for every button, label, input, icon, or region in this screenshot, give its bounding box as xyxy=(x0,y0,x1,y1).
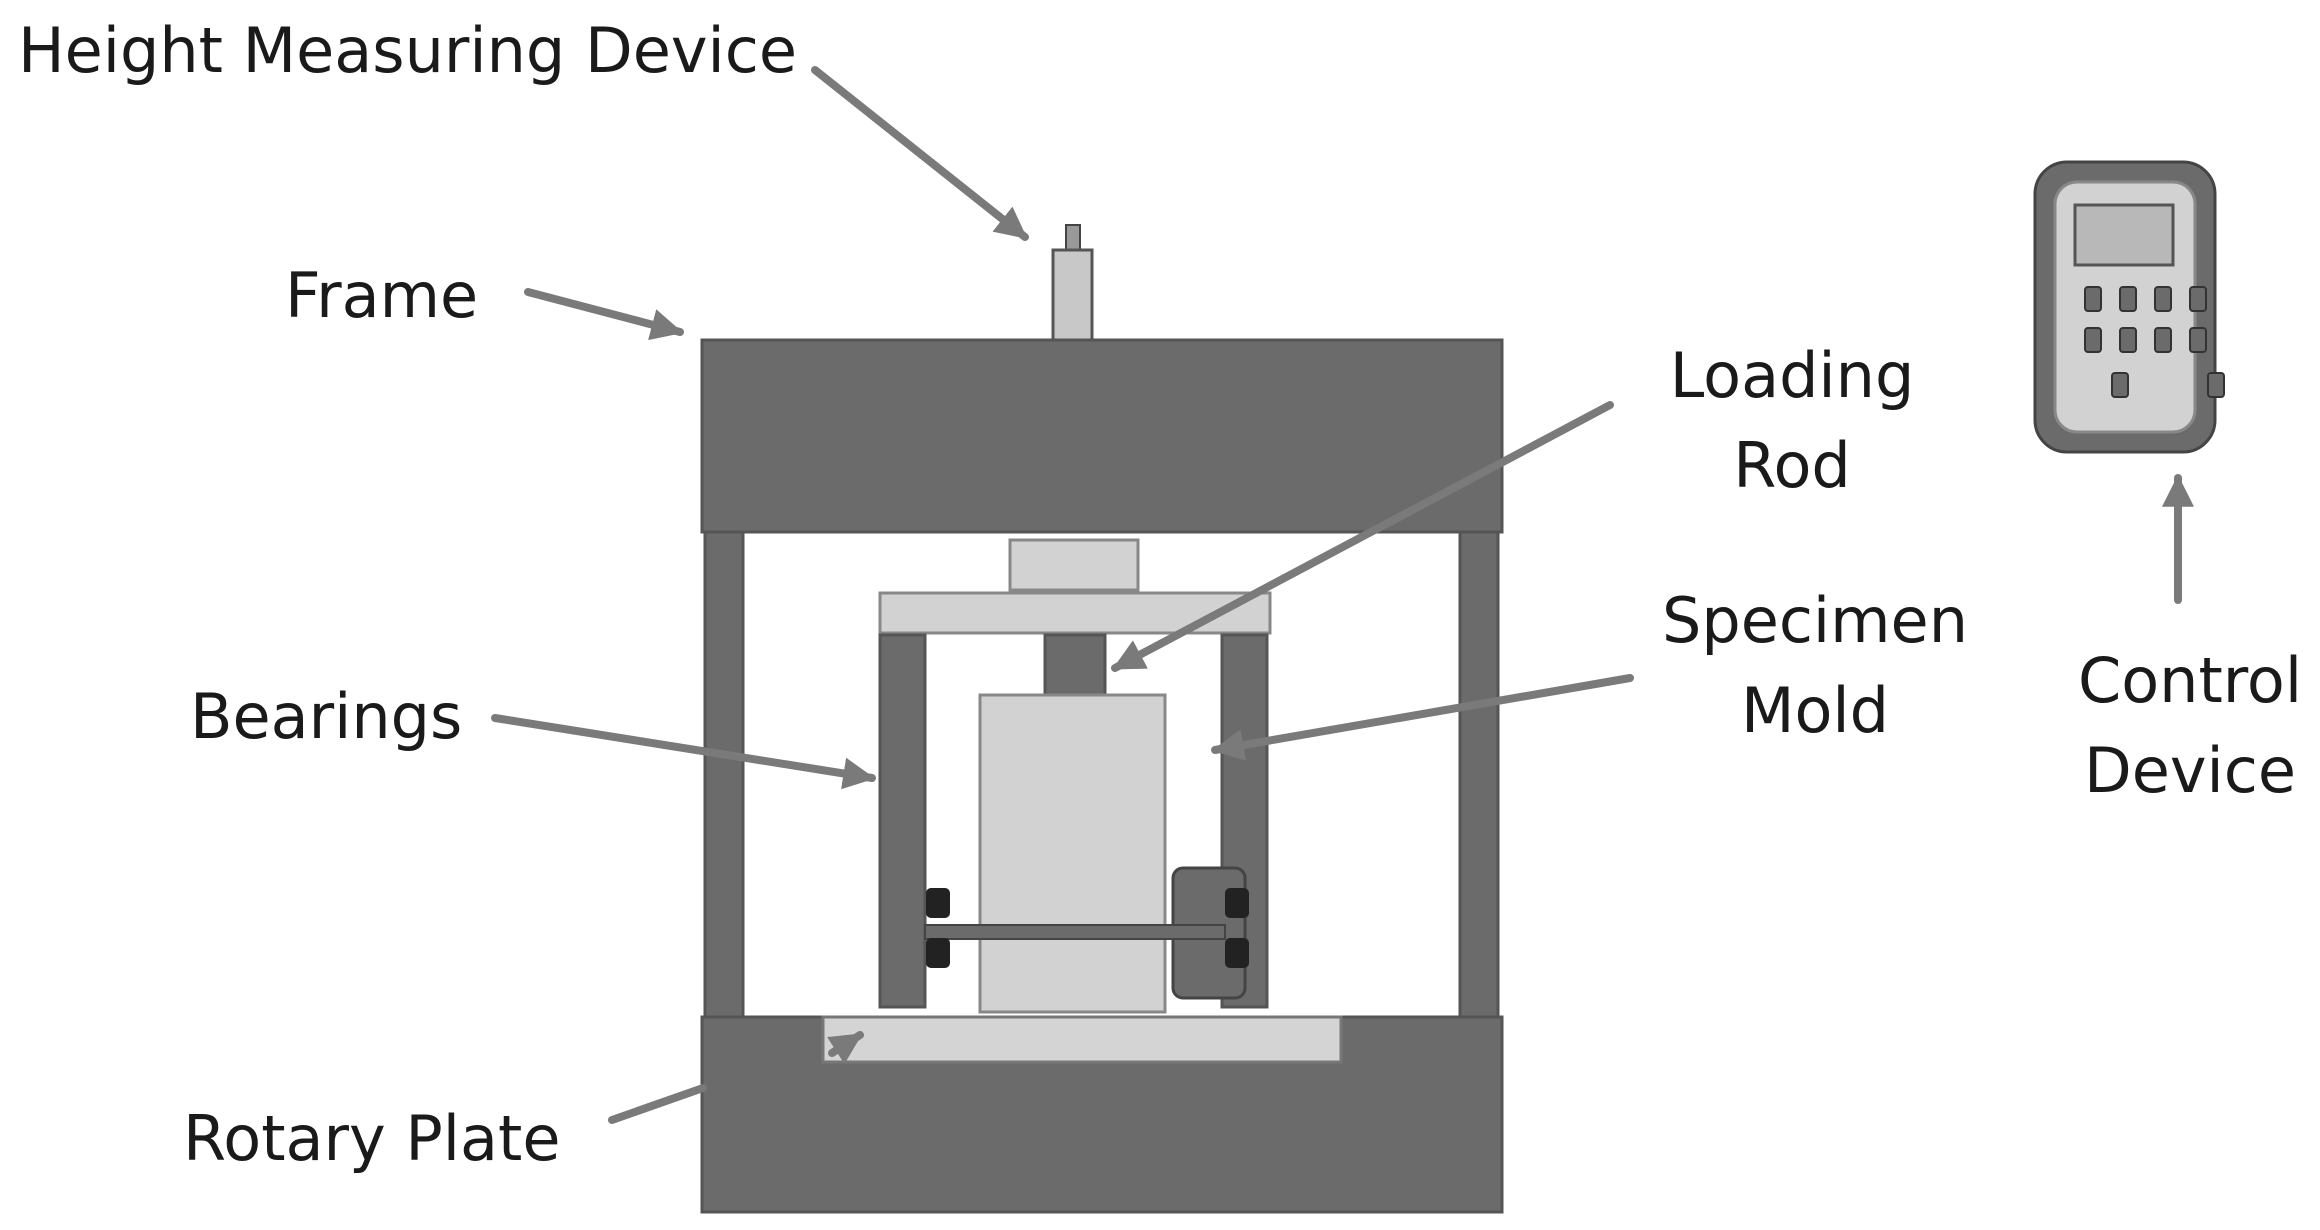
label-specimen-mold-line1: Specimen xyxy=(1661,584,1969,657)
frame-left-column xyxy=(703,530,745,1019)
label-loading-rod-line2: Rod xyxy=(1733,429,1851,502)
label-frame: Frame xyxy=(285,259,479,332)
specimen-mold xyxy=(978,693,1167,1014)
label-control-device-line2: Device xyxy=(2083,734,2297,807)
label-specimen-mold-line2: Mold xyxy=(1740,674,1890,747)
frame-right-column xyxy=(1458,530,1500,1019)
arrow-specimen-mold xyxy=(1211,674,1634,761)
label-control-device-line1: Control xyxy=(2077,644,2303,717)
arrow-rotary-plate-inner xyxy=(827,1031,864,1065)
control-display xyxy=(2073,203,2175,267)
pointer-arrows xyxy=(491,66,2194,1124)
bearing-knobs xyxy=(926,888,1249,968)
loading-rod xyxy=(1043,633,1107,697)
arrow-rotary-plate xyxy=(608,1084,707,1124)
height-measuring-device xyxy=(1051,224,1094,342)
upper-plate xyxy=(878,591,1272,635)
arrow-bearings xyxy=(491,714,876,790)
control-device xyxy=(2033,160,2225,454)
label-bearings: Bearings xyxy=(190,680,463,753)
label-height-measuring-device: Height Measuring Device xyxy=(18,14,797,87)
label-loading-rod-line1: Loading xyxy=(1669,339,1915,412)
tie-rod xyxy=(924,924,1226,940)
control-buttons xyxy=(2084,286,2225,398)
arrow-frame xyxy=(524,288,684,341)
label-rotary-plate: Rotary Plate xyxy=(183,1102,561,1175)
frame-top-beam xyxy=(700,338,1504,534)
rotary-plate xyxy=(821,1015,1343,1064)
loading-head xyxy=(1008,538,1140,592)
arrow-height-measuring-device xyxy=(811,66,1029,241)
bearing-column-left xyxy=(878,633,927,1009)
arrow-loading-rod xyxy=(1111,401,1614,672)
